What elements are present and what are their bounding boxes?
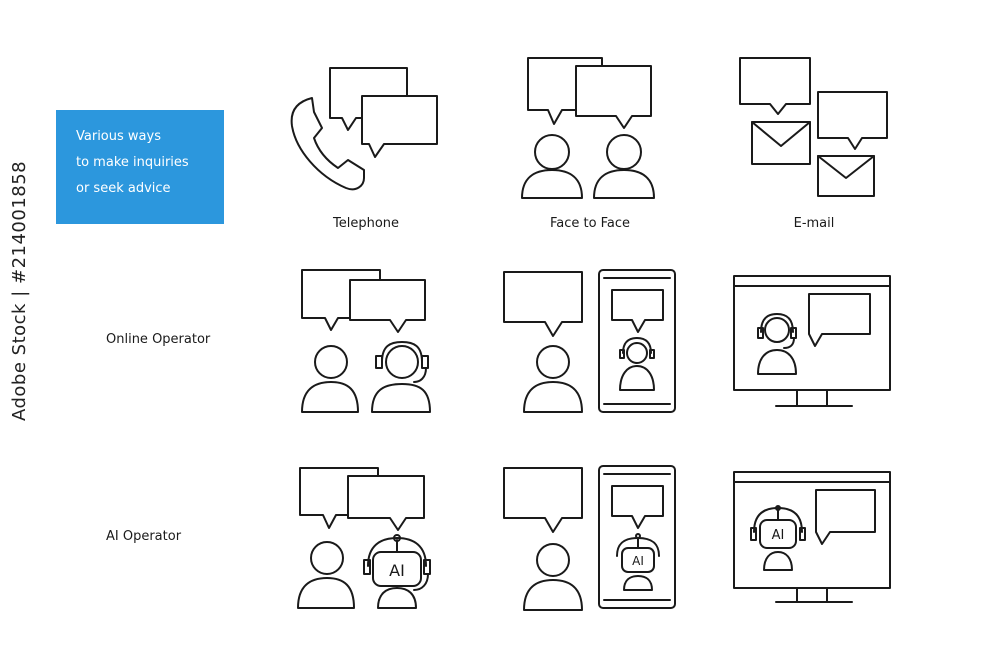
online-operator-meeting-icon: [301, 269, 431, 413]
online-operator-monitor-icon: [733, 275, 891, 407]
label-face-to-face: Face to Face: [549, 216, 631, 231]
ai-badge-text-2: AI: [632, 554, 644, 568]
ai-badge-text-1: AI: [389, 561, 405, 580]
title-line-1: Various ways: [76, 129, 161, 144]
telephone-icon: [290, 67, 438, 191]
label-telephone: Telephone: [332, 216, 400, 231]
online-operator-phone-icon: [503, 269, 676, 413]
email-icon: [739, 57, 888, 197]
face-to-face-icon: [521, 57, 655, 199]
title-box: Various ways to make inquiries or seek a…: [56, 110, 224, 224]
title-line-3: or seek advice: [76, 181, 171, 196]
ai-operator-meeting-icon: [297, 467, 431, 609]
ai-badge-text-3: AI: [772, 528, 785, 543]
label-ai-operator: AI Operator: [106, 529, 182, 544]
label-email: E-mail: [793, 216, 835, 231]
label-online-operator: Online Operator: [106, 332, 211, 347]
ai-operator-phone-icon: [503, 465, 676, 611]
title-line-2: to make inquiries: [76, 155, 189, 170]
ai-operator-monitor-icon: [733, 471, 891, 603]
